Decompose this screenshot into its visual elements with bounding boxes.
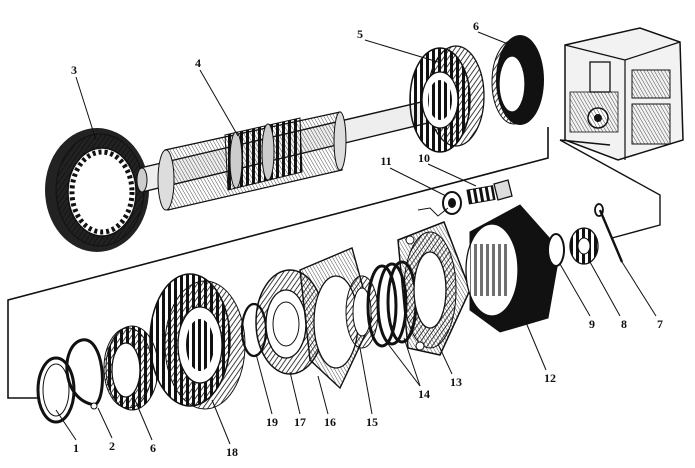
bolt-leader-line: [417, 207, 449, 217]
circlip: [65, 338, 104, 410]
callout-1: 1: [73, 441, 79, 455]
bearing-flange: [397, 221, 471, 356]
assembly-path-line-right: [559, 139, 661, 239]
callout-6-upper: 6: [473, 19, 479, 33]
callout-19: 19: [266, 415, 278, 429]
callout-16: 16: [324, 415, 336, 429]
callout-10: 10: [418, 151, 430, 165]
lock-washer: [547, 233, 565, 267]
callout-12: 12: [544, 371, 556, 385]
double-gear: [149, 273, 246, 410]
callout-11: 11: [380, 154, 391, 168]
shaft-gear: [409, 45, 485, 153]
end-cover: [465, 204, 561, 333]
callout-labels: 1 2 3 4 5 6 6 7 8 9 10 11 12 13 14 15 16…: [71, 19, 663, 459]
callout-4: 4: [195, 56, 201, 70]
bolt: [466, 179, 513, 205]
callout-14: 14: [418, 387, 430, 401]
callout-7: 7: [657, 317, 663, 331]
leader-lines: [55, 31, 657, 445]
callout-17: 17: [294, 415, 306, 429]
gearbox-housing: [564, 27, 684, 161]
callout-2: 2: [109, 439, 115, 453]
splined-main-shaft: [136, 99, 433, 211]
callout-6-lower: 6: [150, 441, 156, 455]
snap-ring: [36, 356, 76, 424]
callout-3: 3: [71, 63, 77, 77]
cotter-pin: [594, 203, 624, 263]
callout-9: 9: [589, 317, 595, 331]
internal-gear-ring: [45, 128, 149, 252]
bearing-ring-upper: [491, 35, 544, 125]
assembly-path-line-upper: [7, 127, 549, 399]
assembly-path-line-housing: [559, 139, 611, 146]
callout-18: 18: [226, 445, 238, 459]
callout-15: 15: [366, 415, 378, 429]
callout-8: 8: [621, 317, 627, 331]
callout-13: 13: [450, 375, 462, 389]
callout-5: 5: [357, 27, 363, 41]
castle-nut: [569, 227, 599, 265]
bearing-ring-lower: [103, 325, 159, 411]
